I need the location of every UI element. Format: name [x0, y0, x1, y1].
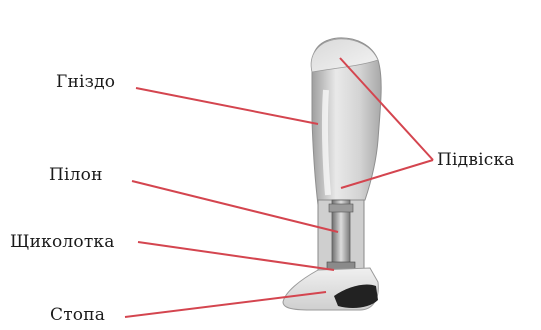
leader-line-pylon	[132, 181, 338, 232]
label-foot: Стопа	[50, 305, 105, 325]
leader-line-socket	[136, 88, 318, 124]
label-ankle: Щиколотка	[10, 232, 115, 252]
pylon-clamp	[329, 204, 353, 212]
label-socket: Гніздо	[56, 72, 115, 92]
label-suspension: Підвіска	[437, 150, 515, 170]
leader-line-ankle	[138, 242, 334, 270]
socket-highlight	[325, 90, 328, 195]
label-pylon: Пілон	[49, 165, 103, 185]
